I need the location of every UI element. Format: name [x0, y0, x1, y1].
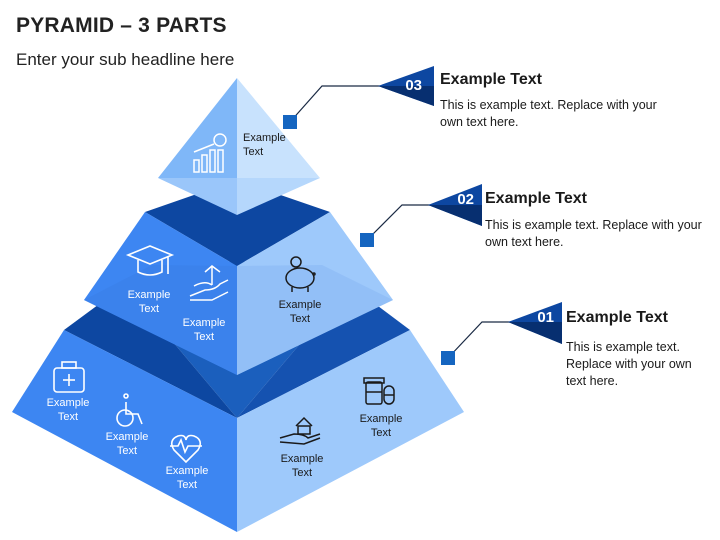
- bottom-tier-right-face: [237, 330, 464, 532]
- apex-bottom-right: [237, 178, 320, 215]
- callout-03-connector: [283, 85, 388, 129]
- callout-01-number: 01: [537, 309, 554, 326]
- page-title: PYRAMID – 3 PARTS: [16, 14, 227, 37]
- middle-tier-top-face: [145, 180, 330, 266]
- callout-03-flag: 03: [378, 66, 434, 106]
- graduation-cap-icon: [125, 245, 175, 276]
- wheelchair-icon: [116, 393, 143, 427]
- hand-plant-icon: [189, 265, 229, 301]
- callout-03-number: 03: [405, 77, 422, 94]
- callout-02-number: 02: [457, 191, 474, 208]
- callout-01-heading: Example Text: [566, 309, 668, 326]
- first-aid-kit-icon: [53, 361, 85, 393]
- callout-03-body: This is example text. Replace with your …: [440, 98, 657, 129]
- callout-02-body: This is example text. Replace with your …: [485, 218, 702, 249]
- page-subtitle: Enter your sub headline here: [16, 50, 235, 69]
- callout-02-heading: Example Text: [485, 190, 587, 207]
- growth-chart-icon: [193, 133, 227, 173]
- heart-pulse-icon: [170, 434, 202, 464]
- bottom-tier-top-face-band-right: [237, 285, 410, 418]
- callout-01-flag: 01: [508, 302, 562, 344]
- apex-right-face: [237, 78, 320, 178]
- piggy-bank-icon: [285, 256, 316, 292]
- middle-tier-right-shadow: [237, 265, 393, 375]
- apex-bottom-left: [158, 178, 237, 215]
- callout-03-heading: Example Text: [440, 71, 542, 88]
- callout-01-body: This is example text. Replace with your …: [566, 340, 692, 388]
- apex-left-face: [158, 78, 237, 178]
- callout-02-flag: 02: [428, 184, 482, 226]
- hand-house-icon: [279, 416, 321, 445]
- medicine-icon: [363, 377, 395, 405]
- callout-02-connector: [360, 204, 432, 247]
- bottom-tier-top-face-band: [64, 285, 237, 418]
- callout-01-connector: [441, 321, 512, 365]
